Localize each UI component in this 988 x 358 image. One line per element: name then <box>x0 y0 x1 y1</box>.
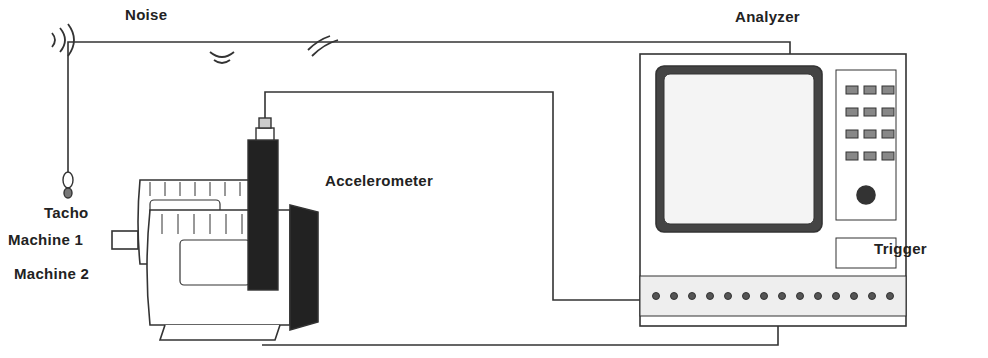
analyzer <box>640 54 906 326</box>
tacho-sensor <box>63 172 73 198</box>
part-label: Accelerometer <box>325 172 433 189</box>
noise-waves <box>52 24 338 63</box>
part-label: Noise <box>125 6 167 23</box>
part-label: Machine 1 <box>8 231 83 248</box>
part-label: Trigger <box>874 240 927 257</box>
part-label: Analyzer <box>735 8 800 25</box>
machine-2 <box>147 205 318 340</box>
part-label: Tacho <box>44 204 89 221</box>
accelerometer <box>248 118 278 290</box>
part-label: Machine 2 <box>14 265 89 282</box>
